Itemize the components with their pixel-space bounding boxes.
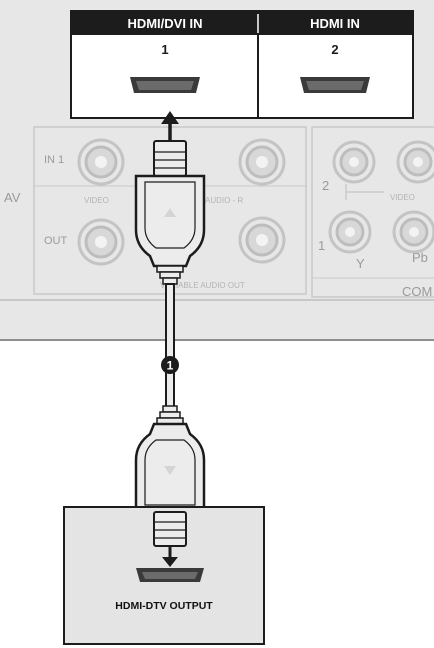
av-audio-label: AUDIO - R: [205, 196, 243, 205]
component-y-jack[interactable]: [328, 210, 372, 254]
hdmi-dtv-output-label: HDMI-DTV OUTPUT: [115, 600, 213, 612]
component-2b-jack[interactable]: [396, 140, 434, 184]
av-out-video-jack[interactable]: [77, 218, 125, 266]
component-input-1-label: 1: [318, 238, 325, 253]
hdmi-dtv-output-socket[interactable]: [136, 568, 204, 582]
av-out-audio-jack[interactable]: [238, 216, 286, 264]
callout-1-number: 1: [167, 359, 174, 373]
hdmi-port-2-socket[interactable]: [300, 77, 370, 93]
av-in-label: IN 1: [44, 154, 64, 166]
av-in-audio-r-jack[interactable]: [238, 138, 286, 186]
hdmi-cable-tv-plug[interactable]: [134, 140, 206, 285]
hdmi-dvi-in-header: HDMI/DVI IN: [127, 16, 202, 31]
component-section: 2 1 VIDEO Y Pb COM: [311, 126, 434, 299]
component-section-label: COM: [402, 284, 432, 299]
av-side-label: AV: [4, 190, 21, 205]
insert-arrow-up-icon: [161, 111, 179, 141]
av-in-video-jack[interactable]: [77, 138, 125, 186]
component-y-label: Y: [356, 256, 365, 271]
component-input-2-label: 2: [322, 178, 329, 193]
hdmi-port-1-socket[interactable]: [130, 77, 200, 93]
hdmi-cable-wire: [165, 283, 175, 413]
component-pb-label: Pb: [412, 250, 428, 265]
hdmi-in-header: HDMI IN: [310, 16, 360, 31]
insert-arrow-down-icon: [162, 546, 178, 567]
component-video-label: VIDEO: [390, 193, 415, 202]
component-2-jack[interactable]: [332, 140, 376, 184]
hdmi-input-box: HDMI/DVI IN HDMI IN 1 2: [70, 10, 414, 119]
hdmi-port-2-number: 2: [331, 42, 338, 57]
component-pb-jack[interactable]: [392, 210, 434, 254]
av-video-label: VIDEO: [84, 196, 109, 205]
variable-audio-out-label: VARIABLE AUDIO OUT: [160, 281, 245, 290]
av-out-label: OUT: [44, 235, 68, 247]
hdmi-port-1-number: 1: [161, 42, 168, 57]
callout-1-badge: 1: [161, 356, 179, 374]
